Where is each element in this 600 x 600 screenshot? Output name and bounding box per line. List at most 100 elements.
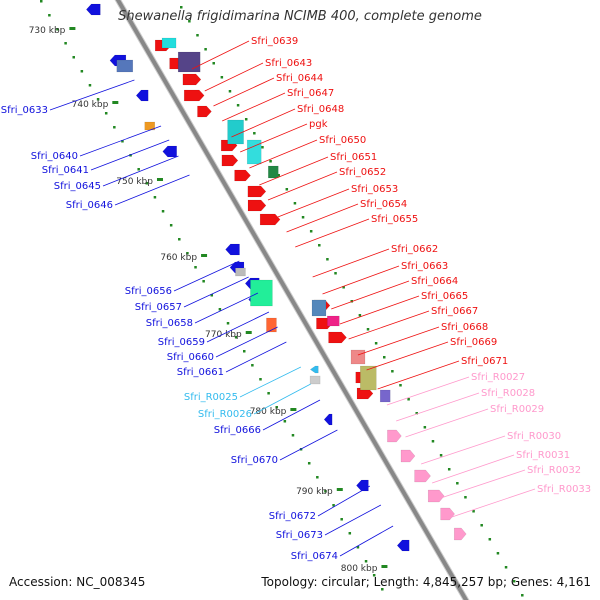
- inner-tick-mark: [210, 294, 214, 297]
- rna-reverse-block: [309, 375, 321, 385]
- leader-line-Sfri_0673: [324, 504, 382, 536]
- inner-tick-mark: [356, 546, 360, 549]
- outer-tick-mark: [318, 244, 321, 247]
- gene-label-Sfri_0645: Sfri_0645: [54, 181, 101, 192]
- gene-label-Sfri_0639: Sfri_0639: [251, 36, 298, 47]
- leader-line-Sfri_0640: [79, 125, 162, 157]
- major-tick-kbp-800: [381, 565, 388, 568]
- leader-line-Sfri_0674: [339, 525, 394, 557]
- major-tick-kbp-780: [290, 408, 297, 411]
- inner-tick-mark: [332, 504, 335, 507]
- scale-label-kbp-750: 750 kbp: [116, 177, 153, 187]
- rna-forward-arrow: [400, 449, 416, 463]
- outer-tick-mark: [301, 216, 305, 219]
- inner-tick-mark: [121, 140, 124, 143]
- inner-tick-mark: [96, 98, 100, 101]
- leader-line-Sfri_0665: [339, 295, 420, 325]
- inner-tick-mark: [218, 308, 222, 311]
- backbone-line: [115, 0, 469, 600]
- leader-line-Sfri_0654: [286, 203, 359, 233]
- inner-tick-mark: [72, 56, 75, 59]
- gene-label-Sfri_0646: Sfri_0646: [66, 200, 113, 211]
- gene-label-pgk: pgk: [309, 119, 328, 130]
- reverse-gene-arrow: [85, 3, 101, 16]
- scale-label-kbp-800: 800 kbp: [341, 564, 378, 574]
- outer-tick-mark: [196, 34, 199, 37]
- inner-tick-mark: [283, 420, 287, 423]
- outer-tick-mark: [496, 552, 500, 555]
- inner-tick-mark: [104, 112, 108, 115]
- leader-line-Sfri_0657: [183, 276, 249, 308]
- leader-line-Sfri_0658: [194, 292, 259, 324]
- outer-tick-mark: [358, 314, 362, 317]
- gene-block: [379, 389, 391, 403]
- major-tick-kbp-790: [336, 488, 343, 491]
- leader-line-pgk: [240, 123, 308, 153]
- gene-label-Sfri_0653: Sfri_0653: [351, 184, 398, 195]
- gene-label-Sfri_0673: Sfri_0673: [276, 530, 323, 541]
- reverse-gene-arrow: [356, 479, 369, 492]
- outer-tick-mark: [309, 230, 313, 233]
- gene-labels: Sfri_0633Sfri_0640Sfri_0641Sfri_0645Sfri…: [1, 36, 591, 562]
- leader-line-Sfri_0666: [262, 399, 321, 431]
- leader-line-Sfri_R0025: [239, 366, 302, 398]
- gene-label-Sfri_0643: Sfri_0643: [265, 58, 312, 69]
- leader-line-Sfri_0647: [222, 92, 286, 122]
- inner-tick-mark: [340, 518, 343, 521]
- leader-line-Sfri_0645: [102, 155, 179, 187]
- major-tick-kbp-770: [245, 331, 252, 334]
- forward-gene-arrow: [234, 169, 251, 182]
- inner-tick-mark: [88, 84, 92, 87]
- inner-tick-mark: [137, 168, 140, 171]
- gene-block: [266, 317, 277, 333]
- outer-tick-mark: [334, 272, 337, 275]
- leader-line-Sfri_0656: [173, 260, 240, 292]
- leader-line-Sfri_0646: [114, 174, 190, 206]
- reverse-gene-arrow: [162, 145, 177, 158]
- outer-tick-mark: [423, 426, 427, 429]
- outer-tick-mark: [228, 90, 232, 93]
- inner-tick-mark: [169, 224, 173, 227]
- gene-label-Sfri_0659: Sfri_0659: [158, 337, 205, 348]
- inner-tick-mark: [145, 182, 149, 185]
- outer-tick-mark: [212, 62, 215, 65]
- forward-gene-arrow: [183, 89, 205, 102]
- gene-block: [360, 365, 377, 391]
- leader-line-Sfri_R0029: [405, 408, 489, 438]
- outer-tick-mark: [407, 398, 410, 401]
- gene-label-Sfri_0652: Sfri_0652: [339, 167, 386, 178]
- scale-label-kbp-760: 760 kbp: [160, 253, 197, 263]
- leader-line-Sfri_0671: [377, 360, 460, 390]
- inner-tick-mark: [372, 574, 376, 577]
- inner-tick-mark: [316, 476, 319, 479]
- inner-tick-mark: [267, 392, 270, 395]
- gene-label-Sfri_0665: Sfri_0665: [421, 291, 468, 302]
- gene-block: [227, 119, 244, 145]
- leader-line-Sfri_0661: [225, 341, 287, 373]
- gene-block: [311, 299, 327, 317]
- leader-line-Sfri_0659: [206, 311, 270, 343]
- gene-block: [327, 315, 340, 327]
- inner-tick-mark: [251, 364, 254, 367]
- gene-label-Sfri_R0031: Sfri_R0031: [516, 450, 570, 461]
- outer-tick-mark: [180, 6, 183, 9]
- reverse-gene-arrow: [225, 243, 240, 256]
- outer-tick-mark: [269, 160, 272, 163]
- outer-tick-mark: [293, 202, 297, 205]
- rna-forward-arrow: [414, 469, 431, 483]
- outer-tick-mark: [374, 342, 378, 345]
- scale-label-kbp-790: 790 kbp: [296, 487, 333, 497]
- inner-tick-mark: [243, 350, 246, 353]
- forward-gene-arrow: [259, 213, 281, 226]
- leader-line-Sfri_0669: [366, 341, 449, 371]
- outer-tick-mark: [415, 412, 418, 415]
- leader-line-Sfri_0652: [267, 171, 338, 201]
- outer-tick-mark: [342, 286, 345, 289]
- major-tick-kbp-740: [112, 101, 119, 104]
- inner-tick-mark: [129, 154, 132, 157]
- gene-label-Sfri_R0029: Sfri_R0029: [490, 404, 544, 415]
- leader-line-Sfri_0655: [295, 218, 370, 248]
- gene-label-Sfri_0664: Sfri_0664: [411, 276, 458, 287]
